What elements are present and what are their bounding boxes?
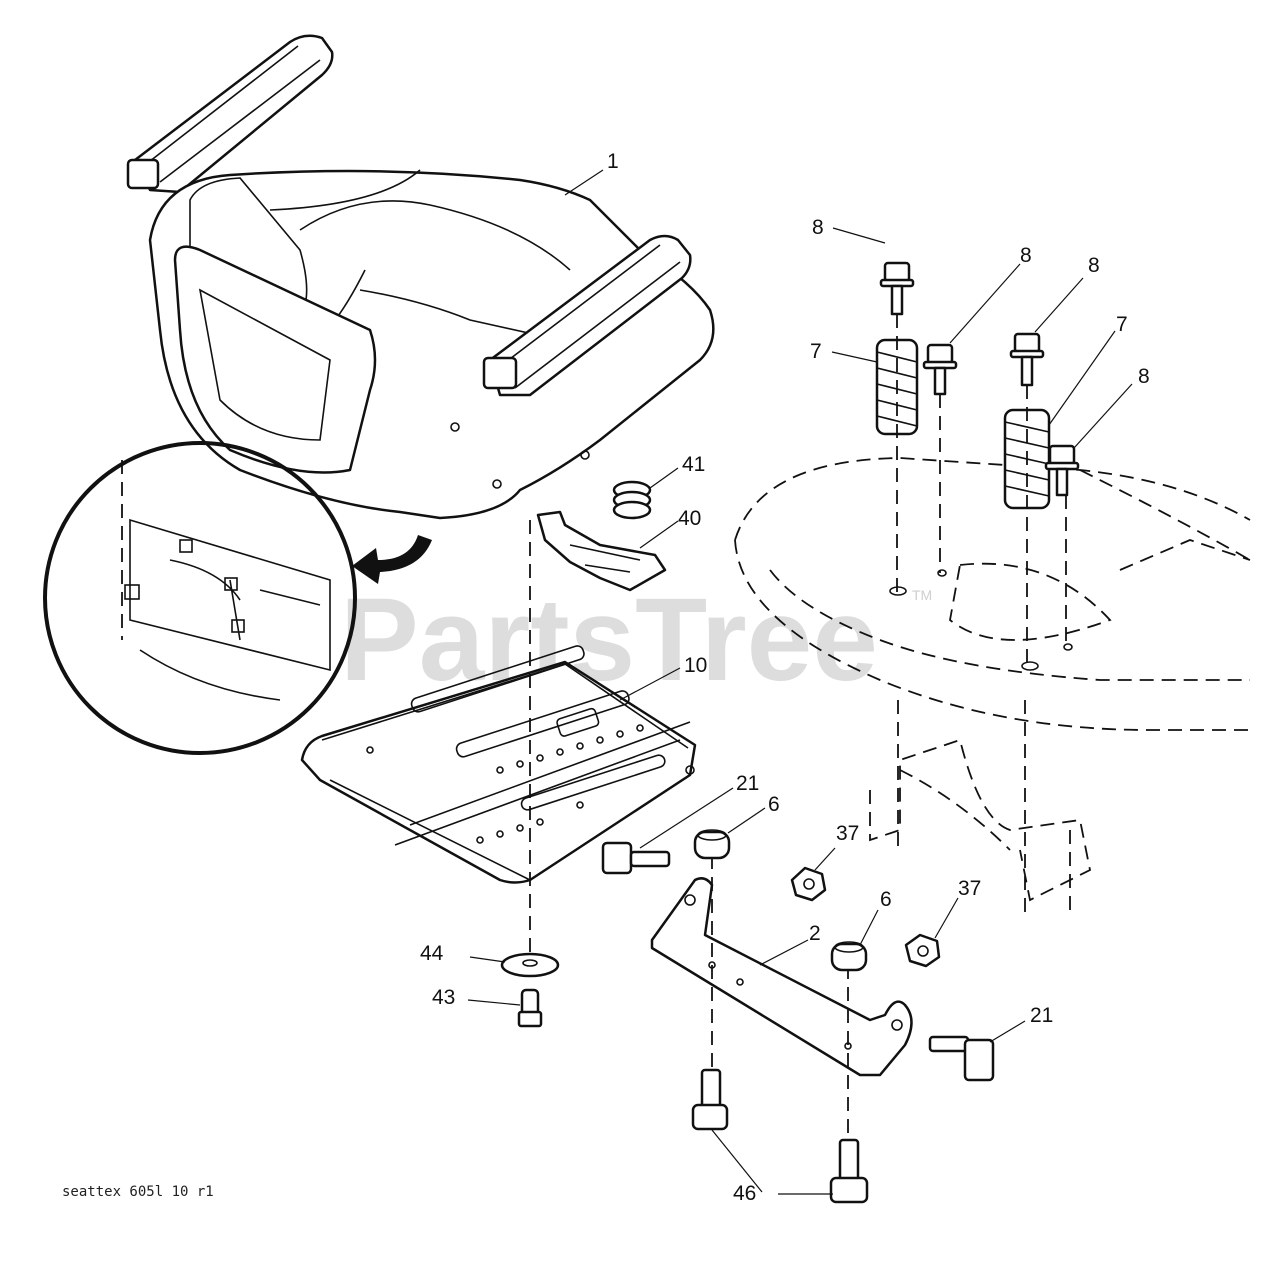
seat-part[interactable] [126, 34, 715, 520]
detail-inset [43, 441, 357, 755]
adjustment-holes [476, 724, 644, 844]
callout-10: 10 [684, 654, 707, 677]
frame-bracket-outline [869, 700, 1092, 912]
callout-46: 46 [733, 1182, 756, 1205]
callout-44: 44 [420, 942, 444, 965]
callout-8: 8 [1138, 365, 1150, 388]
callout-8: 8 [812, 216, 824, 239]
callout-8: 8 [1088, 254, 1100, 277]
switch-40-part[interactable] [536, 510, 667, 592]
bracket-2-part[interactable] [650, 877, 913, 1077]
callout-8: 8 [1020, 244, 1032, 267]
screw-43-part[interactable] [517, 988, 543, 1028]
bolt-8d-part[interactable] [1044, 444, 1080, 497]
bolt-8a-part[interactable] [879, 261, 915, 316]
callout-7: 7 [1116, 313, 1128, 336]
detail-arrow [352, 535, 432, 584]
trademark-mark: TM [912, 587, 932, 603]
callout-1: 1 [607, 150, 619, 173]
leader-lines [467, 169, 1133, 1195]
callout-7: 7 [810, 340, 822, 363]
callout-labels: 1 8 8 8 8 7 7 41 40 10 21 6 37 2 6 37 21… [420, 150, 1150, 1205]
nut-37a-part[interactable] [790, 866, 827, 902]
watermark: PartsTree [340, 574, 878, 706]
bolt-46b-part[interactable] [829, 1138, 869, 1204]
bolt-46a-part[interactable] [691, 1068, 729, 1131]
callout-6: 6 [768, 793, 780, 816]
callout-21: 21 [1030, 1004, 1053, 1027]
bolt-8c-part[interactable] [1009, 332, 1045, 387]
callout-21: 21 [736, 772, 759, 795]
drawing-code: seattex 605l 10 r1 [62, 1184, 214, 1200]
callout-43: 43 [432, 986, 455, 1009]
callout-40: 40 [678, 507, 701, 530]
seat-pan-part[interactable] [300, 644, 697, 884]
callout-6: 6 [880, 888, 892, 911]
washer-44-part[interactable] [500, 952, 560, 978]
callout-37: 37 [958, 877, 981, 900]
mower-deck-outline [734, 457, 1251, 731]
callout-41: 41 [682, 453, 705, 476]
nut-37b-part[interactable] [904, 933, 941, 968]
spring-41-part[interactable] [612, 480, 652, 520]
bolt-8b-part[interactable] [922, 343, 958, 396]
bushing-6b-part[interactable] [830, 941, 868, 972]
callout-2: 2 [809, 922, 821, 945]
bolt-21b-part[interactable] [928, 1035, 995, 1082]
bushing-6a-part[interactable] [693, 829, 731, 860]
bolt-21a-part[interactable] [601, 841, 671, 875]
callout-37: 37 [836, 822, 859, 845]
